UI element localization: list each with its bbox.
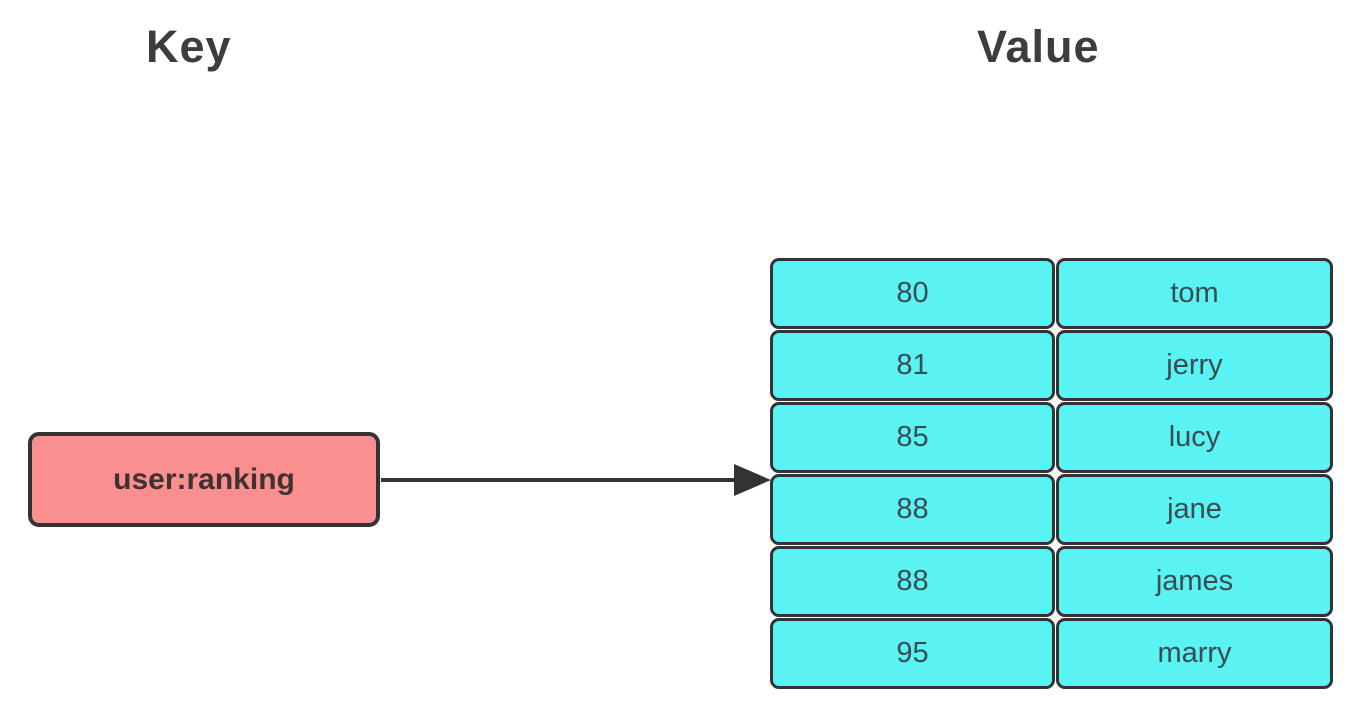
- score-cell: 85: [770, 402, 1055, 473]
- member-cell: james: [1056, 546, 1333, 617]
- sorted-set-table: 80 tom 81 jerry 85 lucy 88 jane 88 james…: [770, 258, 1333, 689]
- score-cell: 88: [770, 546, 1055, 617]
- member-cell: tom: [1056, 258, 1333, 329]
- key-box: user:ranking: [28, 432, 380, 527]
- value-heading: Value: [977, 21, 1100, 72]
- member-cell: jerry: [1056, 330, 1333, 401]
- score-cell: 95: [770, 618, 1055, 689]
- key-box-label: user:ranking: [113, 462, 295, 496]
- arrow-head-icon: [734, 464, 771, 496]
- score-cell: 80: [770, 258, 1055, 329]
- score-cell: 81: [770, 330, 1055, 401]
- member-cell: lucy: [1056, 402, 1333, 473]
- member-cell: jane: [1056, 474, 1333, 545]
- key-heading: Key: [146, 21, 232, 72]
- score-cell: 88: [770, 474, 1055, 545]
- member-cell: marry: [1056, 618, 1333, 689]
